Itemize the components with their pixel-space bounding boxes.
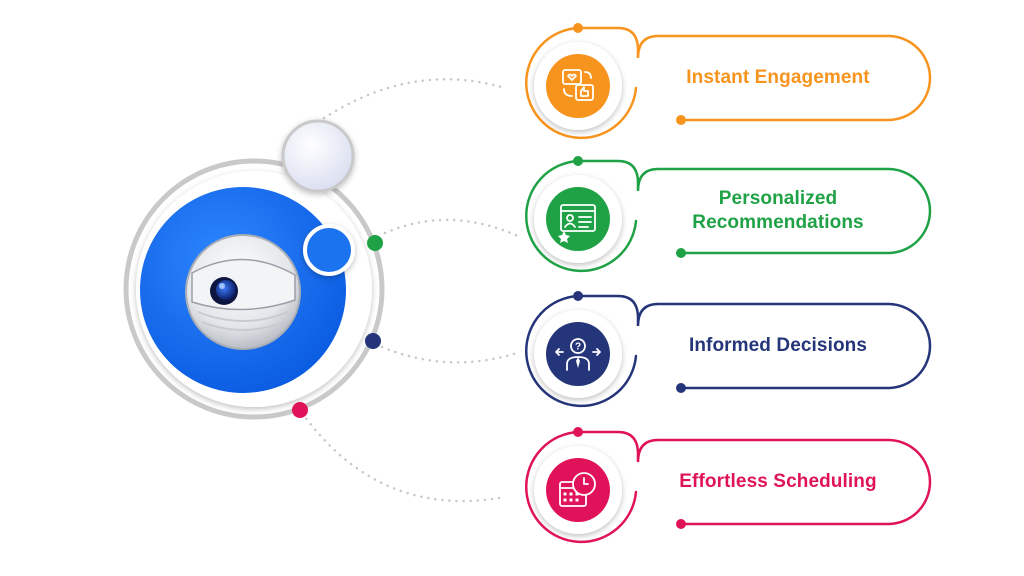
feature-card-decisions: ?: [525, 291, 932, 408]
hub-bubble-large: [281, 119, 355, 193]
card-dot-bottom: [676, 383, 686, 393]
person-question-arrows-icon: ?: [555, 338, 601, 371]
chatbot-robot-eye-icon: [185, 234, 301, 350]
card-outline: [576, 26, 932, 122]
feature-label-engagement: Instant Engagement: [648, 66, 908, 90]
feature-card-recommendations: [525, 156, 932, 273]
connector-scheduling: [300, 411, 507, 503]
icon-badge: [546, 187, 610, 251]
feature-label-line: Informed Decisions: [688, 335, 868, 356]
calendar-clock-icon: [559, 472, 596, 507]
feature-cards: ?: [525, 23, 932, 544]
feature-label-scheduling: Effortless Scheduling: [648, 470, 908, 494]
chat-heart-thumbs-up-icon: [562, 69, 594, 101]
feature-card-scheduling: [525, 427, 932, 544]
card-outline: [576, 430, 932, 526]
card-circle-arc: [525, 294, 638, 408]
feature-label-line: Effortless Scheduling: [679, 471, 877, 492]
hub-dot-pink: [292, 402, 308, 418]
connectors: [300, 78, 522, 503]
feature-label-line: Instant Engagement: [686, 67, 870, 88]
card-circle-arc: [525, 159, 638, 273]
connector-decisions: [380, 345, 522, 364]
icon-badge: [546, 54, 610, 118]
hub-bubble-small: [303, 224, 355, 276]
feature-card-engagement: [525, 23, 932, 140]
card-outline: [576, 294, 932, 390]
connector-recommendations: [383, 218, 522, 239]
feature-label-line: Personalized: [718, 188, 838, 209]
card-dot-top: [573, 427, 583, 437]
card-dot-bottom: [676, 519, 686, 529]
card-dot-bottom: [676, 248, 686, 258]
svg-text:?: ?: [575, 342, 581, 353]
profile-card-list-icon: [558, 204, 596, 243]
feature-label-line: Recommendations: [692, 212, 864, 233]
card-outline: [576, 159, 932, 255]
hub-dot-navy: [365, 333, 381, 349]
card-circle-arc: [525, 430, 638, 544]
hub-outer-ring: [123, 158, 385, 420]
card-dot-top: [573, 156, 583, 166]
card-dot-bottom: [676, 115, 686, 125]
feature-label-decisions: Informed Decisions: [648, 334, 908, 358]
card-dot-top: [573, 23, 583, 33]
hub-dot-green: [367, 235, 383, 251]
connector-engagement: [316, 78, 507, 124]
chatbot-hub: [123, 119, 385, 420]
icon-badge: [546, 322, 610, 386]
card-dot-top: [573, 291, 583, 301]
card-circle-arc: [525, 26, 638, 140]
